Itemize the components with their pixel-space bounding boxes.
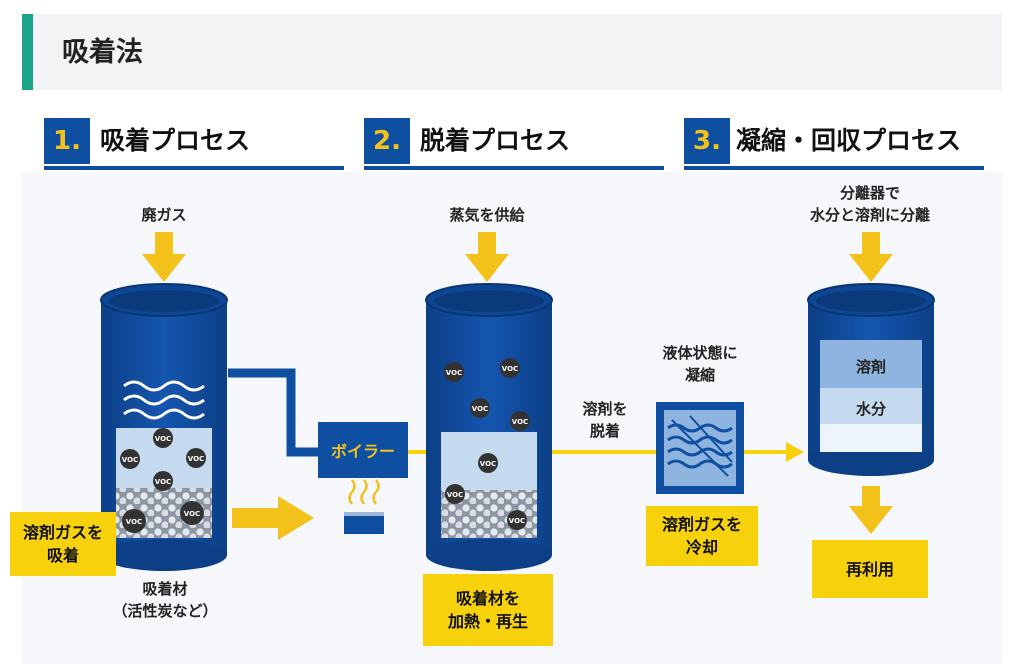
- boiler-label: ボイラー: [318, 422, 408, 478]
- heater-icon: [344, 512, 384, 534]
- adsorb-solvent-box: 溶剤ガスを 吸着: [10, 512, 116, 576]
- voc-molecule: VOC: [445, 484, 465, 504]
- exhaust-pipe: [228, 368, 318, 457]
- step-number: 3.: [684, 118, 730, 164]
- svg-text:VOC: VOC: [447, 491, 463, 499]
- arrow-down-icon: [142, 232, 186, 282]
- voc-molecule: VOC: [153, 471, 173, 491]
- gas-wave: [123, 380, 205, 392]
- exhaust-gas-label: 廃ガス: [141, 206, 187, 224]
- svg-text:VOC: VOC: [126, 518, 142, 526]
- page-title: 吸着法: [62, 37, 143, 68]
- voc-molecule: VOC: [153, 428, 173, 448]
- svg-text:VOC: VOC: [446, 369, 462, 377]
- step-number: 2.: [364, 118, 410, 164]
- voc-molecule: VOC: [444, 362, 464, 382]
- svg-text:VOC: VOC: [480, 460, 496, 468]
- svg-text:VOC: VOC: [184, 510, 200, 518]
- regenerate-box: 吸着材を 加熱・再生: [423, 574, 553, 646]
- step-header-desorption: 2. 脱着プロセス: [364, 118, 664, 170]
- gas-wave: [123, 394, 205, 406]
- voc-molecule: VOC: [186, 448, 206, 468]
- svg-text:VOC: VOC: [122, 456, 138, 464]
- condenser-unit: [656, 402, 744, 494]
- step-label: 吸着プロセス: [100, 126, 251, 155]
- heat-wave: [360, 479, 368, 505]
- water-layer-label: 水分: [855, 400, 886, 418]
- svg-text:VOC: VOC: [509, 517, 525, 525]
- gas-wave: [123, 408, 205, 420]
- arrow-down-icon: [465, 232, 509, 282]
- voc-molecule: VOC: [122, 509, 146, 533]
- adsorption-tank: [100, 283, 228, 571]
- arrow-down-icon: [849, 486, 893, 534]
- voc-molecule: VOC: [510, 411, 530, 431]
- voc-molecule: VOC: [507, 510, 527, 530]
- svg-text:VOC: VOC: [472, 405, 488, 413]
- title-accent-bar: [22, 14, 33, 90]
- separator-tank: [807, 283, 935, 476]
- arrow-right-icon: [232, 496, 314, 540]
- separator-label: 分離器で 水分と溶剤に分離: [809, 184, 930, 224]
- voc-molecule: VOC: [120, 449, 140, 469]
- step-header-adsorption: 1. 吸着プロセス: [44, 118, 344, 170]
- step-header-condensation: 3. 凝縮・回収プロセス: [684, 118, 984, 170]
- svg-text:VOC: VOC: [512, 418, 528, 426]
- step-number: 1.: [44, 118, 90, 164]
- solvent-line: [550, 450, 656, 454]
- cool-solvent-box: 溶剤ガスを 冷却: [646, 506, 758, 566]
- steam-line: [408, 450, 428, 454]
- voc-molecule: VOC: [470, 398, 490, 418]
- svg-text:VOC: VOC: [502, 365, 518, 373]
- voc-molecule: VOC: [500, 358, 520, 378]
- svg-text:VOC: VOC: [155, 478, 171, 486]
- svg-text:VOC: VOC: [188, 455, 204, 463]
- svg-text:VOC: VOC: [155, 435, 171, 443]
- reuse-box: 再利用: [812, 540, 928, 598]
- steam-supply-label: 蒸気を供給: [449, 206, 525, 224]
- adsorbent-label: 吸着材 （活性炭など）: [112, 580, 218, 620]
- step-label: 脱着プロセス: [420, 126, 571, 155]
- desorb-label: 溶剤を 脱着: [582, 400, 628, 440]
- solvent-layer-label: 溶剤: [855, 358, 886, 376]
- desorption-tank: [425, 283, 553, 571]
- arrow-right-icon: [786, 442, 804, 462]
- heat-wave: [372, 479, 380, 505]
- voc-molecule: VOC: [478, 453, 498, 473]
- voc-molecule: VOC: [180, 501, 204, 525]
- title-bar: [22, 14, 1002, 90]
- heat-wave: [348, 479, 356, 505]
- arrow-down-icon: [849, 232, 893, 282]
- step-label: 凝縮・回収プロセス: [736, 126, 962, 155]
- condensate-line: [744, 450, 786, 454]
- condense-label: 液体状態に 凝縮: [662, 344, 738, 384]
